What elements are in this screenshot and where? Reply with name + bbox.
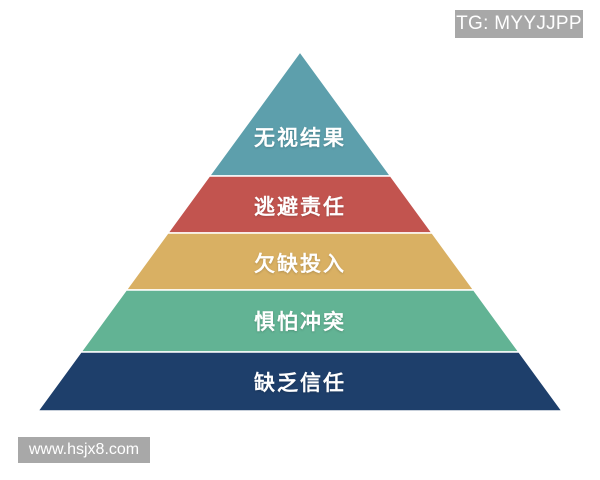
pyramid-tier-label-1: 缺乏信任: [254, 372, 346, 395]
pyramid-tier-5: [208, 50, 392, 177]
site-watermark: www.hsjx8.com: [18, 437, 150, 463]
pyramid-tier-label-2: 惧怕冲突: [254, 311, 346, 334]
pyramid-tier-1: [36, 351, 564, 412]
pyramid-tier-label-4: 逃避责任: [254, 196, 346, 219]
tg-channel-badge: TG: MYYJJPP: [455, 10, 583, 38]
pyramid-tier-label-3: 欠缺投入: [254, 253, 346, 276]
pyramid-tier-label-5: 无视结果: [254, 127, 346, 150]
